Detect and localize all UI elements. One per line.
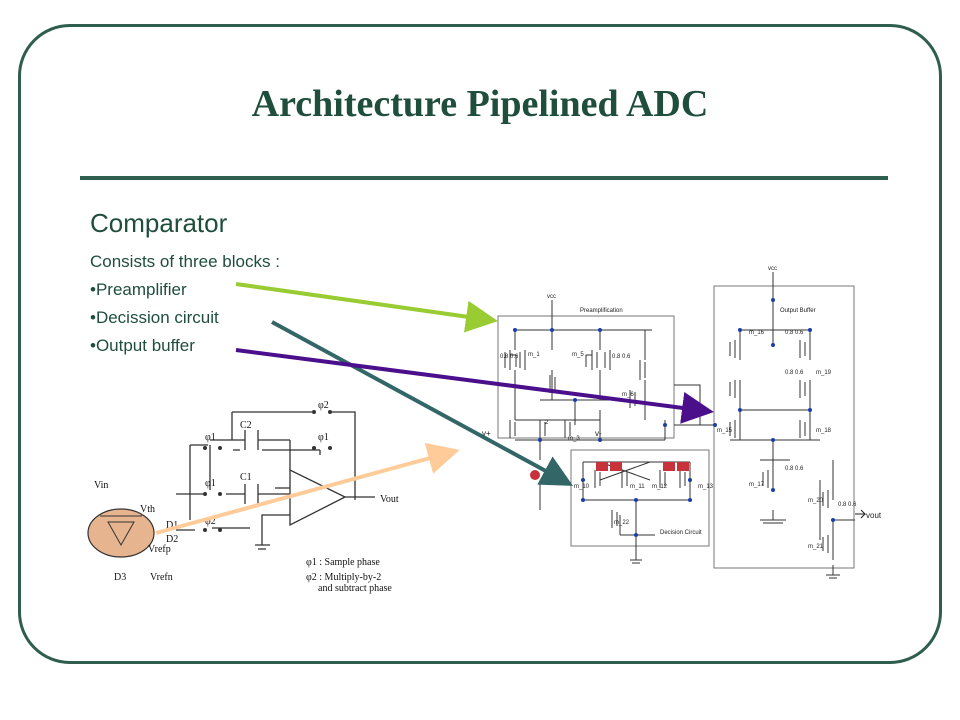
legend-subtract: and subtract phase (318, 583, 392, 594)
bullet-output-buffer: •Output buffer (90, 336, 195, 355)
arrow-mdac-comparator (155, 442, 460, 535)
vrefp-label: Vrefp (148, 544, 171, 555)
legend-multiply: φ2 : Multiply-by-2 (306, 572, 381, 583)
output-buffer-label: Output Buffer (780, 308, 816, 314)
preamp-transistors (504, 350, 646, 438)
phi2-label-b: φ2 (205, 516, 216, 527)
title-divider (80, 176, 888, 180)
phi2-label-a: φ2 (318, 400, 329, 411)
decision-circuit-label: Decision Circuit (660, 530, 702, 536)
size-label-2: 0.8 0.6 (612, 354, 631, 360)
size-label-1: 0.8 0.6 (500, 354, 519, 360)
junction-dots (513, 298, 835, 537)
m15-label: m_15 (717, 428, 733, 434)
vout-label: vout (866, 511, 882, 520)
slide-frame (18, 24, 942, 664)
m19-label: m_19 (816, 370, 832, 376)
legend-sample: φ1 : Sample phase (306, 557, 380, 568)
m11-label: m_11 (630, 484, 645, 490)
size-label-5: 0.8 0.6 (785, 466, 804, 472)
m3-label: m_3 (568, 436, 580, 442)
buffer-transistors (729, 340, 829, 553)
m2-label: 2 (545, 420, 549, 426)
size-label-3: 0.8 0.6 (785, 330, 804, 336)
preamp-label: Preamplification (580, 308, 623, 314)
vth-label: Vth (140, 504, 155, 515)
m13-label: m_13 (698, 484, 714, 490)
d2-label: D2 (166, 534, 178, 545)
arrow-output-buffer (235, 348, 714, 424)
m22-label: m_22 (614, 520, 630, 526)
m20-label: m_20 (808, 498, 824, 504)
arrow-preamplifier (235, 282, 498, 333)
m10-label: m_10 (574, 484, 590, 490)
phi1-label-b: φ1 (205, 478, 216, 489)
c2-label: C2 (240, 420, 252, 431)
size-label-4: 0.8 0.6 (785, 370, 804, 376)
preamp-block (497, 315, 675, 439)
vin-label: Vin (94, 480, 108, 491)
bullet-decision-circuit: •Decission circuit (90, 308, 219, 327)
slide-title: Architecture Pipelined ADC (251, 83, 709, 125)
vin-minus-label: v- (595, 429, 602, 438)
d3-label: D3 (114, 572, 126, 583)
size-label-6: 0.8 0.6 (838, 502, 857, 508)
m18-label: m_18 (816, 428, 832, 434)
arrow-decision-circuit (271, 320, 574, 486)
mdac-comparator (87, 508, 155, 558)
decision-circuit-block (570, 449, 710, 547)
phi1-label-c: φ1 (318, 432, 329, 443)
m17-label: m_17 (749, 482, 765, 488)
section-heading: Comparator (90, 208, 228, 238)
m21-label: m_21 (808, 544, 824, 550)
mdac-vout-label: Vout (380, 494, 399, 505)
m12-label: m_12 (652, 484, 668, 490)
decision-transistors (594, 470, 686, 528)
m6-label: m_6 (622, 392, 634, 398)
c1-label: C1 (240, 472, 252, 483)
d1-label: D1 (166, 520, 178, 531)
output-buffer-block (713, 285, 855, 569)
intro-text: Consists of three blocks : (90, 252, 280, 271)
vin-plus-label: v+ (482, 429, 491, 438)
mdac-switch-dots (203, 410, 332, 532)
comparator-schematic (497, 272, 867, 579)
vcc-preamp-label: vcc (547, 294, 556, 300)
m16-label: m_16 (749, 330, 765, 336)
bullet-preamplifier: •Preamplifier (90, 280, 187, 299)
phi1-label-a: φ1 (205, 432, 216, 443)
vrefn-label: Vrefn (150, 572, 173, 583)
m5-label: m_5 (572, 352, 584, 358)
mdac-schematic (176, 411, 375, 550)
m1-label: m_1 (528, 352, 540, 358)
vcc-buffer-label: vcc (768, 266, 777, 272)
